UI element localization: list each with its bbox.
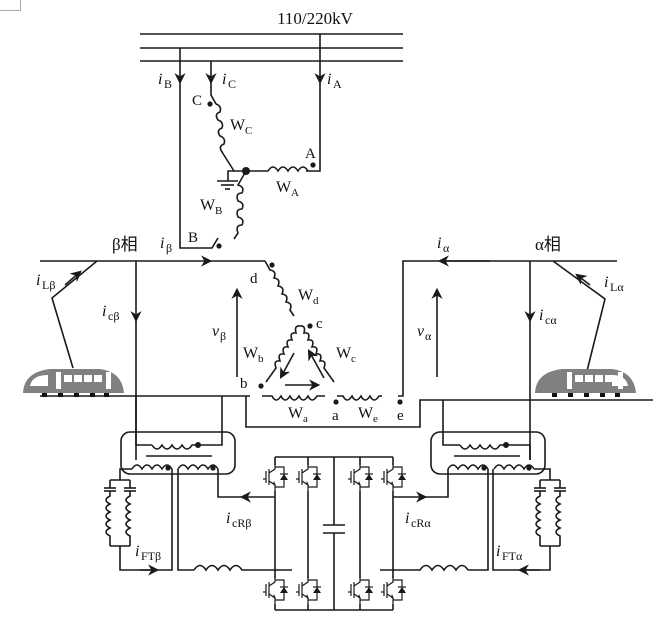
iC-sub: C	[228, 77, 236, 91]
igbt-icon	[296, 463, 321, 491]
Wb-label: W	[243, 345, 259, 362]
terminal-b: b	[240, 376, 248, 392]
beta-feeder: β相 i β i Lβ i cβ	[36, 235, 265, 460]
Wc-label: W	[336, 345, 352, 362]
iA-label: i	[327, 71, 331, 88]
igbt-icon	[381, 463, 406, 491]
filter-beta: i FTβ	[104, 468, 173, 576]
iLalpha-label: i	[604, 274, 608, 291]
alpha-converter-connections: i cRα	[380, 469, 489, 572]
ground-icon	[217, 170, 246, 190]
WA-label: W	[276, 179, 292, 196]
terminal-a: a	[332, 408, 339, 424]
iLalpha-sub: Lα	[610, 280, 624, 294]
iLbeta-label: i	[36, 272, 40, 289]
transformer-icon	[430, 400, 546, 475]
igbt-icon	[348, 463, 373, 491]
three-phase-bus	[140, 33, 403, 62]
phase-a-feeder	[306, 34, 326, 172]
igbt-icon	[296, 576, 321, 604]
WC-sub: C	[245, 125, 252, 137]
Wa-label: W	[288, 405, 304, 422]
Wb-sub: b	[258, 353, 264, 365]
filter-alpha: i FTα	[492, 468, 566, 576]
terminal-e: e	[397, 408, 404, 424]
WA-sub: A	[291, 187, 299, 199]
iC-label: i	[222, 71, 226, 88]
alpha-phase-label: α相	[535, 235, 561, 254]
igbt-icon	[381, 576, 406, 604]
ibeta-label: i	[160, 235, 164, 252]
beta-converter-connections: i cRβ	[177, 469, 292, 572]
iA-sub: A	[333, 77, 342, 91]
voltage-beta: v β	[212, 287, 243, 377]
transformer-icon	[120, 396, 236, 475]
igbt-icon	[263, 463, 288, 491]
WB-label: W	[200, 197, 216, 214]
phase-c-feeder	[205, 61, 217, 105]
train-icon	[535, 369, 636, 397]
delta-labels: d c b a e W d W b W c W a W e	[240, 271, 404, 425]
ibeta-sub: β	[166, 241, 172, 255]
iB-label: i	[158, 71, 162, 88]
phase-b-feeder	[174, 48, 219, 249]
delta-winding	[245, 260, 653, 428]
Wa-sub: a	[303, 413, 308, 425]
We-label: W	[358, 405, 374, 422]
corner-mark	[0, 0, 21, 11]
terminal-B: B	[188, 230, 198, 246]
valpha-label: v	[417, 323, 425, 340]
beta-phase-label: β相	[112, 235, 138, 254]
iFTbeta-sub: FTβ	[141, 549, 161, 563]
vbeta-sub: β	[220, 329, 226, 343]
capacitor-icon	[323, 457, 345, 610]
icRbeta-label: i	[226, 510, 230, 527]
Wd-sub: d	[313, 295, 319, 307]
star-winding	[207, 101, 316, 249]
capacitor-icon	[104, 487, 136, 492]
igbt-icon	[263, 576, 288, 604]
icalpha-label: i	[539, 307, 543, 324]
iFTbeta-label: i	[135, 543, 139, 560]
Wd-label: W	[298, 287, 314, 304]
Wc-sub: c	[351, 353, 356, 365]
icRalpha-label: i	[405, 510, 409, 527]
inductor-icon	[193, 564, 292, 572]
WB-sub: B	[215, 205, 222, 217]
top-labels: i B i C i A C A B W C W A W B	[158, 71, 342, 246]
icRbeta-sub: cRβ	[232, 516, 251, 530]
icbeta-sub: cβ	[108, 309, 119, 323]
igbt-group	[263, 463, 406, 604]
iB-sub: B	[164, 77, 172, 91]
valpha-sub: α	[425, 329, 432, 343]
terminal-d: d	[250, 271, 258, 287]
capacitor-icon	[534, 487, 566, 492]
bus-label: 110/220kV	[277, 9, 354, 28]
ialpha-label: i	[437, 235, 441, 252]
iFTalpha-sub: FTα	[502, 549, 523, 563]
terminal-C: C	[192, 93, 202, 109]
igbt-icon	[348, 576, 373, 604]
voltage-alpha: v α	[417, 287, 443, 377]
back-to-back-converter	[274, 456, 394, 611]
We-sub: e	[373, 413, 378, 425]
icbeta-label: i	[102, 303, 106, 320]
inductor-icon	[380, 564, 469, 572]
WC-label: W	[230, 117, 246, 134]
vbeta-label: v	[212, 323, 220, 340]
iLbeta-sub: Lβ	[42, 278, 55, 292]
icRalpha-sub: cRα	[411, 516, 431, 530]
terminal-c: c	[316, 316, 323, 332]
ialpha-sub: α	[443, 241, 450, 255]
train-icon	[23, 369, 250, 397]
iFTalpha-label: i	[496, 543, 500, 560]
icalpha-sub: cα	[545, 313, 557, 327]
terminal-A: A	[305, 146, 316, 162]
alpha-feeder: α相 i α i Lα i cα	[437, 235, 624, 460]
